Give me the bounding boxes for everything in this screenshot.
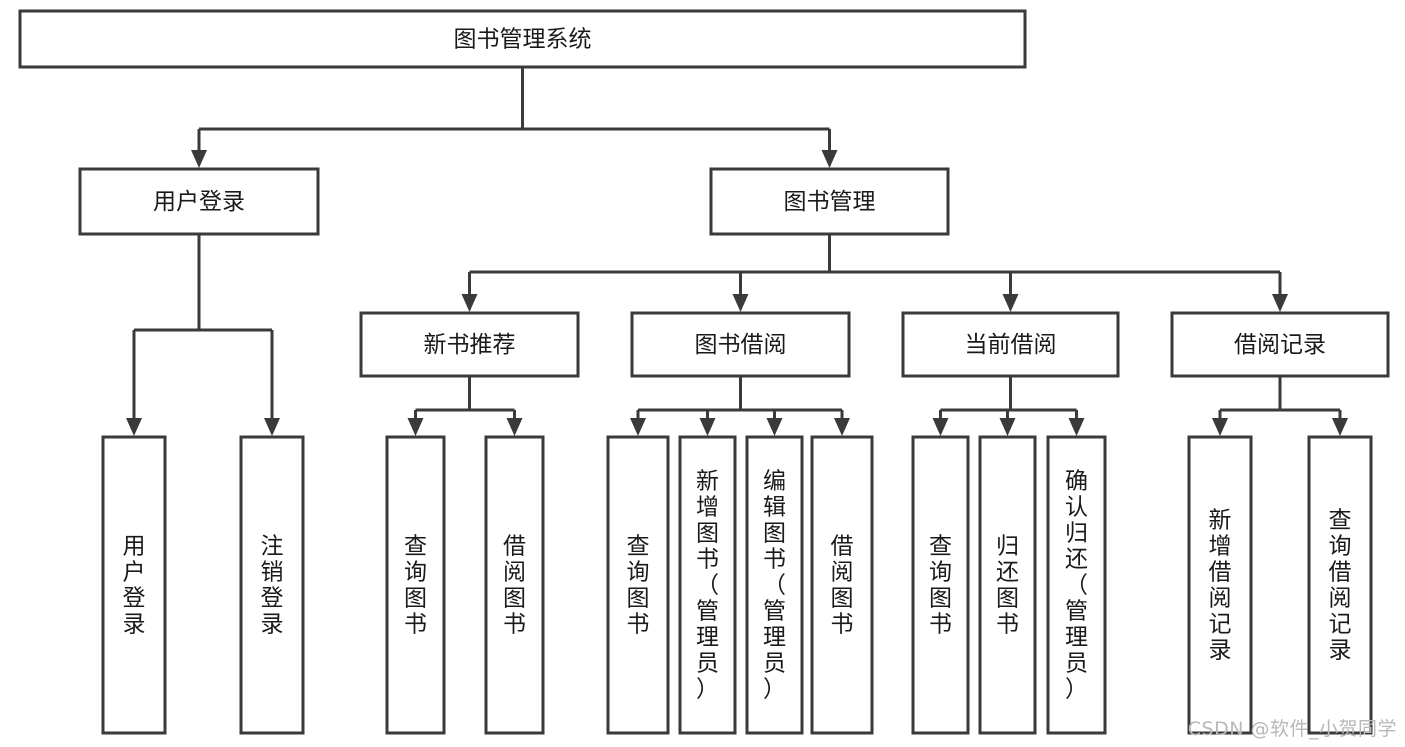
- arrow-head-icon: [191, 150, 207, 168]
- node-root[interactable]: 图书管理系统: [18, 9, 1027, 69]
- arrow-head-icon: [630, 418, 646, 436]
- node-layer: 图书管理系统用户登录图书管理新书推荐图书借阅当前借阅借阅记录用户登录注销登录查询…: [18, 9, 1390, 735]
- arrow-head-icon: [461, 294, 478, 312]
- node-l4-3-label: 借阅图书: [503, 533, 526, 637]
- node-l2-0[interactable]: 用户登录: [78, 167, 320, 236]
- arrow-head-icon: [407, 418, 424, 436]
- node-l2-0-rect: [78, 167, 320, 236]
- node-l4-7[interactable]: 借阅图书: [810, 435, 874, 735]
- node-l2-1-rect: [709, 167, 950, 236]
- node-l4-12[interactable]: 查询借阅记录: [1307, 435, 1373, 735]
- node-l4-3-rect: [484, 435, 545, 735]
- arrow-head-icon: [834, 418, 850, 436]
- arrow-head-icon: [821, 150, 838, 168]
- arrow-head-icon: [766, 418, 783, 436]
- arrow-head-icon: [1272, 294, 1288, 312]
- node-l4-9-rect: [978, 435, 1037, 735]
- node-l4-1-label: 注销登录: [261, 533, 284, 637]
- node-l4-8[interactable]: 查询图书: [911, 435, 970, 735]
- arrow-head-icon: [506, 418, 523, 436]
- node-l4-8-label: 查询图书: [929, 533, 952, 637]
- node-l4-1[interactable]: 注销登录: [239, 435, 305, 735]
- arrow-head-icon: [264, 418, 280, 436]
- arrow-head-icon: [732, 294, 749, 312]
- node-l4-11[interactable]: 新增借阅记录: [1187, 435, 1253, 735]
- node-l4-5-label: 新增图书（管理员）: [696, 468, 719, 702]
- arrow-head-icon: [1002, 294, 1019, 312]
- node-l4-9-label: 归还图书: [996, 533, 1019, 637]
- node-l4-0-rect: [101, 435, 167, 735]
- node-l4-7-rect: [810, 435, 874, 735]
- node-l3-1[interactable]: 图书借阅: [630, 311, 851, 378]
- node-l4-2[interactable]: 查询图书: [385, 435, 446, 735]
- node-l4-5[interactable]: 新增图书（管理员）: [678, 435, 737, 735]
- node-l4-0[interactable]: 用户登录: [101, 435, 167, 735]
- node-l2-1-label: 图书管理: [784, 189, 876, 215]
- node-l3-2-rect: [901, 311, 1120, 378]
- node-l4-5-rect: [678, 435, 737, 735]
- node-l4-4-label: 查询图书: [627, 533, 650, 637]
- arrow-head-icon: [1212, 418, 1228, 436]
- node-l2-1[interactable]: 图书管理: [709, 167, 950, 236]
- node-l4-2-label: 查询图书: [404, 533, 427, 637]
- node-l4-3[interactable]: 借阅图书: [484, 435, 545, 735]
- node-l3-3[interactable]: 借阅记录: [1170, 311, 1390, 378]
- node-l2-0-label: 用户登录: [153, 189, 245, 215]
- arrow-head-icon: [1332, 418, 1348, 436]
- node-l4-6-rect: [745, 435, 804, 735]
- node-l4-2-rect: [385, 435, 446, 735]
- node-l4-0-label: 用户登录: [123, 533, 146, 637]
- csdn-watermark: CSDN @软件_小贺同学: [1187, 718, 1397, 740]
- node-l4-1-rect: [239, 435, 305, 735]
- node-root-label: 图书管理系统: [454, 27, 592, 53]
- node-l4-12-rect: [1307, 435, 1373, 735]
- node-l4-10[interactable]: 确认归还（管理员）: [1046, 435, 1107, 735]
- node-l4-4-rect: [606, 435, 670, 735]
- node-l4-8-rect: [911, 435, 970, 735]
- node-l4-6-label: 编辑图书（管理员）: [763, 468, 786, 702]
- node-l3-1-rect: [630, 311, 851, 378]
- node-l3-0[interactable]: 新书推荐: [359, 311, 580, 378]
- node-l4-6[interactable]: 编辑图书（管理员）: [745, 435, 804, 735]
- node-l4-7-label: 借阅图书: [831, 533, 854, 637]
- arrow-head-icon: [1068, 418, 1085, 436]
- arrow-head-icon: [699, 418, 716, 436]
- connector-layer: [126, 67, 1348, 436]
- node-l3-2[interactable]: 当前借阅: [901, 311, 1120, 378]
- node-l4-10-rect: [1046, 435, 1107, 735]
- node-l4-12-label: 查询借阅记录: [1329, 507, 1352, 663]
- node-l3-3-label: 借阅记录: [1234, 332, 1326, 358]
- arrow-head-icon: [126, 418, 142, 436]
- node-l3-3-rect: [1170, 311, 1390, 378]
- node-l4-11-rect: [1187, 435, 1253, 735]
- node-l3-1-label: 图书借阅: [695, 332, 787, 358]
- node-l4-11-label: 新增借阅记录: [1209, 507, 1232, 663]
- node-l4-4[interactable]: 查询图书: [606, 435, 670, 735]
- node-root-rect: [18, 9, 1027, 69]
- node-l3-0-label: 新书推荐: [424, 332, 516, 358]
- node-l3-2-label: 当前借阅: [965, 332, 1057, 358]
- arrow-head-icon: [932, 418, 949, 436]
- arrow-head-icon: [999, 418, 1016, 436]
- node-l4-9[interactable]: 归还图书: [978, 435, 1037, 735]
- node-l4-10-label: 确认归还（管理员）: [1065, 468, 1088, 702]
- node-l3-0-rect: [359, 311, 580, 378]
